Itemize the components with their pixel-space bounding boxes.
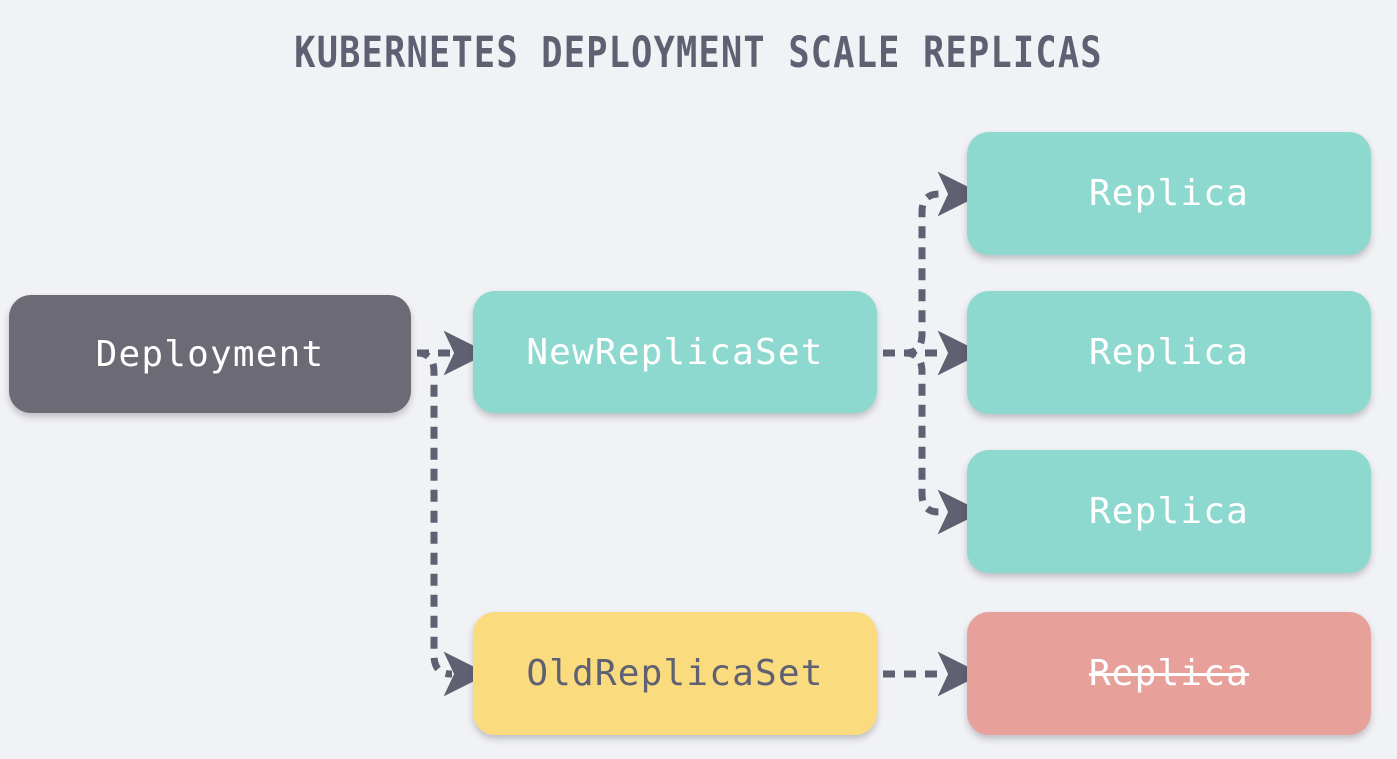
node-replica-2-label: Replica bbox=[1088, 332, 1250, 373]
node-replica-1[interactable]: Replica bbox=[967, 132, 1371, 255]
node-new-replicaset-label: NewReplicaSet bbox=[526, 331, 824, 373]
edge-new-replicaset-to-replica-3 bbox=[883, 349, 983, 535]
edge-deployment-to-old-replicaset bbox=[416, 349, 489, 697]
node-deployment-label: Deployment bbox=[95, 333, 325, 375]
node-old-replicaset-label: OldReplicaSet bbox=[526, 653, 824, 694]
node-replica-4-terminated[interactable]: Replica bbox=[967, 612, 1371, 735]
node-replica-3[interactable]: Replica bbox=[967, 450, 1371, 573]
diagram-title: KUBERNETES DEPLOYMENT SCALE REPLICAS bbox=[294, 28, 1103, 78]
node-replica-2[interactable]: Replica bbox=[967, 291, 1371, 414]
node-old-replicaset[interactable]: OldReplicaSet bbox=[473, 612, 877, 735]
node-new-replicaset[interactable]: NewReplicaSet bbox=[473, 291, 877, 413]
edge-new-replicaset-to-replica-1 bbox=[883, 171, 983, 357]
node-replica-4-label: Replica bbox=[1088, 653, 1250, 694]
node-replica-3-label: Replica bbox=[1088, 491, 1250, 532]
node-deployment[interactable]: Deployment bbox=[9, 295, 411, 413]
node-replica-1-label: Replica bbox=[1088, 173, 1250, 214]
